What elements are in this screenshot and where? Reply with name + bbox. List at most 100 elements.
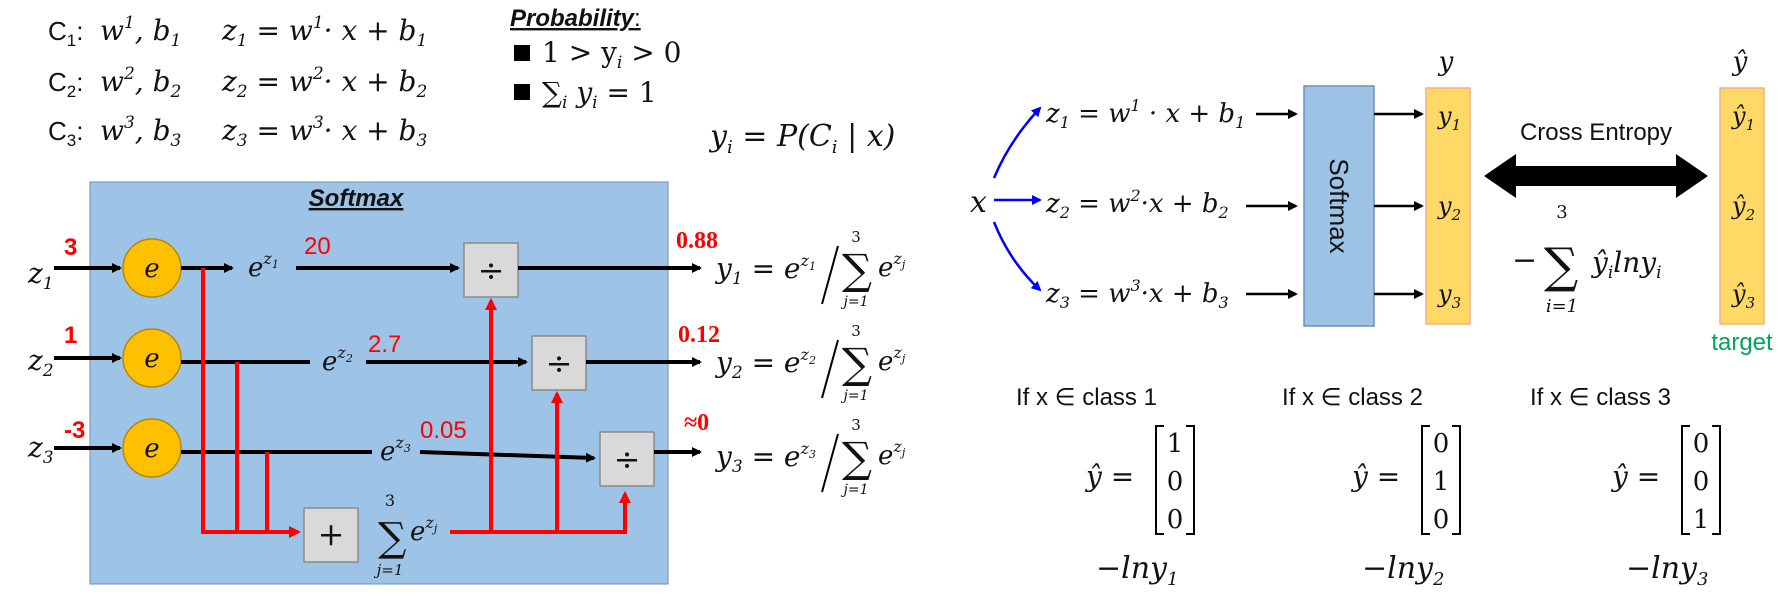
vector-bracket-left (1421, 425, 1430, 535)
divide-icon: ÷ (478, 251, 505, 289)
vector-bracket-right (1452, 425, 1461, 535)
input-z3-label: z3 (27, 431, 54, 468)
network-panel: x z1 = w1 · x + b1 z2 = w2·x + b2 z3 = w… (970, 47, 1773, 356)
probability-title: Probability: (510, 5, 641, 32)
softmax-panel-title: Softmax (309, 185, 405, 212)
input-z3-value: -3 (64, 417, 85, 444)
sum-term: ezj (878, 437, 906, 471)
class-linear-eq: z2 = w2· x + b2 (221, 64, 427, 102)
blue-input-arrow (992, 106, 1042, 179)
case-condition: If x ∈ class 1 (1016, 384, 1157, 411)
vector-bracket-left (1155, 425, 1164, 535)
sum-upper: 3 (385, 491, 395, 510)
case-condition: If x ∈ class 2 (1282, 384, 1423, 411)
y3-label: y3 (1437, 280, 1461, 312)
vector-entry: 1 (1693, 505, 1710, 535)
input-z2-value: 1 (64, 322, 77, 349)
vector-entry: 0 (1433, 505, 1450, 535)
y-column-header: y (1438, 47, 1454, 77)
divide-icon: ÷ (546, 344, 573, 382)
sum-symbol: ∑ (842, 433, 872, 482)
class-params: w3, b3 (100, 113, 181, 151)
input-x-label: x (970, 185, 987, 220)
sum-upper: 3 (851, 322, 861, 340)
loss-sum-lower: i=1 (1546, 296, 1578, 317)
output-formula-lhs: y1 = ez1 (714, 251, 816, 289)
target-label: target (1711, 329, 1773, 356)
fraction-slash (821, 433, 839, 493)
case-class-2: If x ∈ class 2 ŷ = 0 1 0 −lny2 (1282, 384, 1461, 590)
input-z1-label: z1 (27, 257, 54, 294)
double-arrow-icon (1484, 154, 1708, 198)
case-condition: If x ∈ class 3 (1530, 384, 1671, 411)
divide-box (531, 335, 587, 391)
sum-symbol: ∑ (378, 515, 407, 561)
class-params: w2, b2 (100, 64, 181, 102)
exp-z1-label: ez1 (248, 249, 279, 283)
case-yhat-lhs: ŷ = (1610, 460, 1660, 493)
sum-lower: j=1 (841, 294, 869, 310)
loss-sum-upper: 3 (1556, 202, 1567, 223)
softmax-block (1303, 85, 1375, 327)
yhat-column (1719, 87, 1765, 325)
yhat3-label: ŷ3 (1731, 280, 1755, 312)
case-class-1: If x ∈ class 1 ŷ = 1 0 0 −lny1 (1016, 384, 1195, 590)
plus-box (303, 507, 359, 563)
output-formula-lhs: y3 = ez3 (714, 439, 816, 477)
loss-minus: − (1512, 243, 1537, 278)
probability-bullet-1: 1 > yi > 0 (542, 36, 681, 73)
exp-node (122, 328, 182, 388)
sum-term: ezj (410, 513, 438, 547)
case-yhat-lhs: ŷ = (1084, 460, 1134, 493)
exp-node (122, 418, 182, 478)
probability-block: Probability: 1 > yi > 0 ∑i yi = 1 (510, 5, 681, 113)
output-formula-y1: y1 = ez1 ∑ 3 j=1 ezj (714, 228, 906, 310)
exp-z1-value: 20 (304, 233, 331, 260)
vector-bracket-right (1186, 425, 1195, 535)
output-formula-lhs: y2 = ez2 (714, 345, 816, 383)
vector-entry: 0 (1167, 505, 1184, 535)
exp-z2-label: ez2 (322, 343, 353, 377)
output-formula-y2: y2 = ez2 ∑ 3 j=1 ezj (714, 322, 906, 404)
class-label: C3: (48, 116, 83, 150)
exp-node-label: e (144, 344, 159, 374)
yhat-column-header: ŷ (1732, 47, 1748, 77)
prob-y3-value: ≈0 (684, 410, 709, 436)
output-formula-y3: y3 = ez3 ∑ 3 j=1 ezj (714, 416, 906, 498)
sum-symbol: ∑ (842, 245, 872, 294)
blue-input-arrow (992, 221, 1042, 292)
fraction-slash (821, 339, 839, 399)
y2-label: y2 (1437, 192, 1461, 224)
class-linear-eq: z1 = w1· x + b1 (221, 13, 427, 51)
divide-box (599, 431, 655, 487)
input-z2-label: z2 (27, 344, 54, 381)
exp-to-divide-arrow (419, 450, 596, 463)
network-z2-eq: z2 = w2·x + b2 (1045, 186, 1229, 222)
case-class-3: If x ∈ class 3 ŷ = 0 0 1 −lny3 (1530, 384, 1721, 590)
prob-y2-value: 0.12 (678, 322, 720, 348)
sum-term: ezj (878, 249, 906, 283)
probability-bullet-2: ∑i yi = 1 (542, 76, 657, 113)
bullet-square-icon (514, 45, 530, 61)
vector-entry: 0 (1693, 467, 1710, 497)
vector-bracket-left (1681, 425, 1690, 535)
class-param-list: C1: w1, b1 z1 = w1· x + b1 C2: w2, b2 z2… (48, 13, 427, 151)
sum-lower: j=1 (841, 482, 869, 498)
y1-label: y1 (1437, 102, 1461, 134)
exp-node-label: e (144, 434, 159, 464)
y-column (1425, 87, 1471, 325)
class-label: C2: (48, 67, 83, 101)
plus-icon: + (318, 515, 345, 553)
sum-upper: 3 (851, 228, 861, 246)
case-loss: −lny1 (1096, 551, 1178, 590)
softmax-block-label: Softmax (1324, 158, 1354, 253)
exp-z3-label: ez3 (380, 433, 411, 467)
sum-upper: 3 (851, 416, 861, 434)
network-z1-eq: z1 = w1 · x + b1 (1045, 96, 1245, 132)
exp-z2-value: 2.7 (368, 331, 401, 358)
bullet-square-icon (514, 84, 530, 100)
sum-term: ezj (878, 343, 906, 377)
loss-sum-symbol: ∑ (1544, 238, 1578, 294)
sum-lower: j=1 (841, 388, 869, 404)
network-z3-eq: z3 = w3·x + b3 (1045, 276, 1229, 312)
